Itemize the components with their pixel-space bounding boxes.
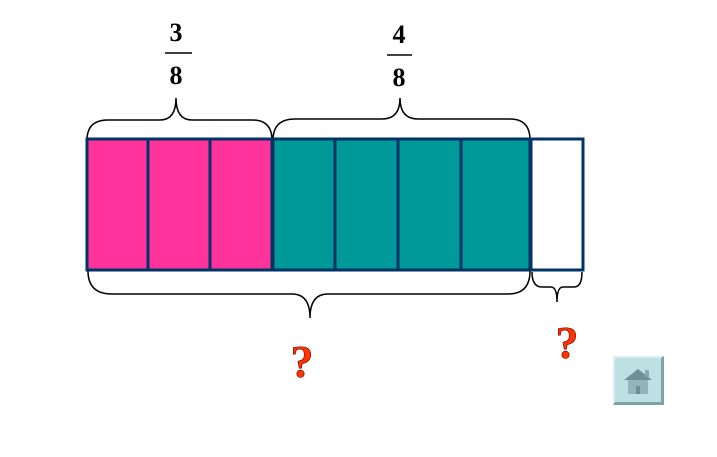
fraction-2-numerator: 4 [393, 20, 406, 49]
brace-four-eighths [272, 97, 531, 141]
brace-remaining [531, 271, 583, 303]
bar-cell-teal [271, 137, 337, 272]
fraction-1-numerator: 3 [170, 18, 183, 47]
bar-cell-pink [208, 137, 274, 272]
bar-cell-empty [529, 137, 585, 272]
question-mark-sum: ? [291, 336, 314, 387]
question-mark-remaining: ? [556, 317, 579, 368]
bar-cell-teal [396, 137, 463, 272]
home-button[interactable] [613, 356, 664, 405]
home-icon [624, 369, 652, 394]
fraction-2-denominator: 8 [393, 63, 406, 92]
brace-three-eighths [86, 97, 273, 141]
bar-cell-pink [85, 137, 150, 272]
brace-seven-eighths [87, 270, 531, 319]
bar-cell-teal [459, 137, 532, 272]
bar-cell-pink [146, 137, 212, 272]
bar-cell-teal [333, 137, 400, 272]
fraction-1-denominator: 8 [170, 61, 183, 90]
